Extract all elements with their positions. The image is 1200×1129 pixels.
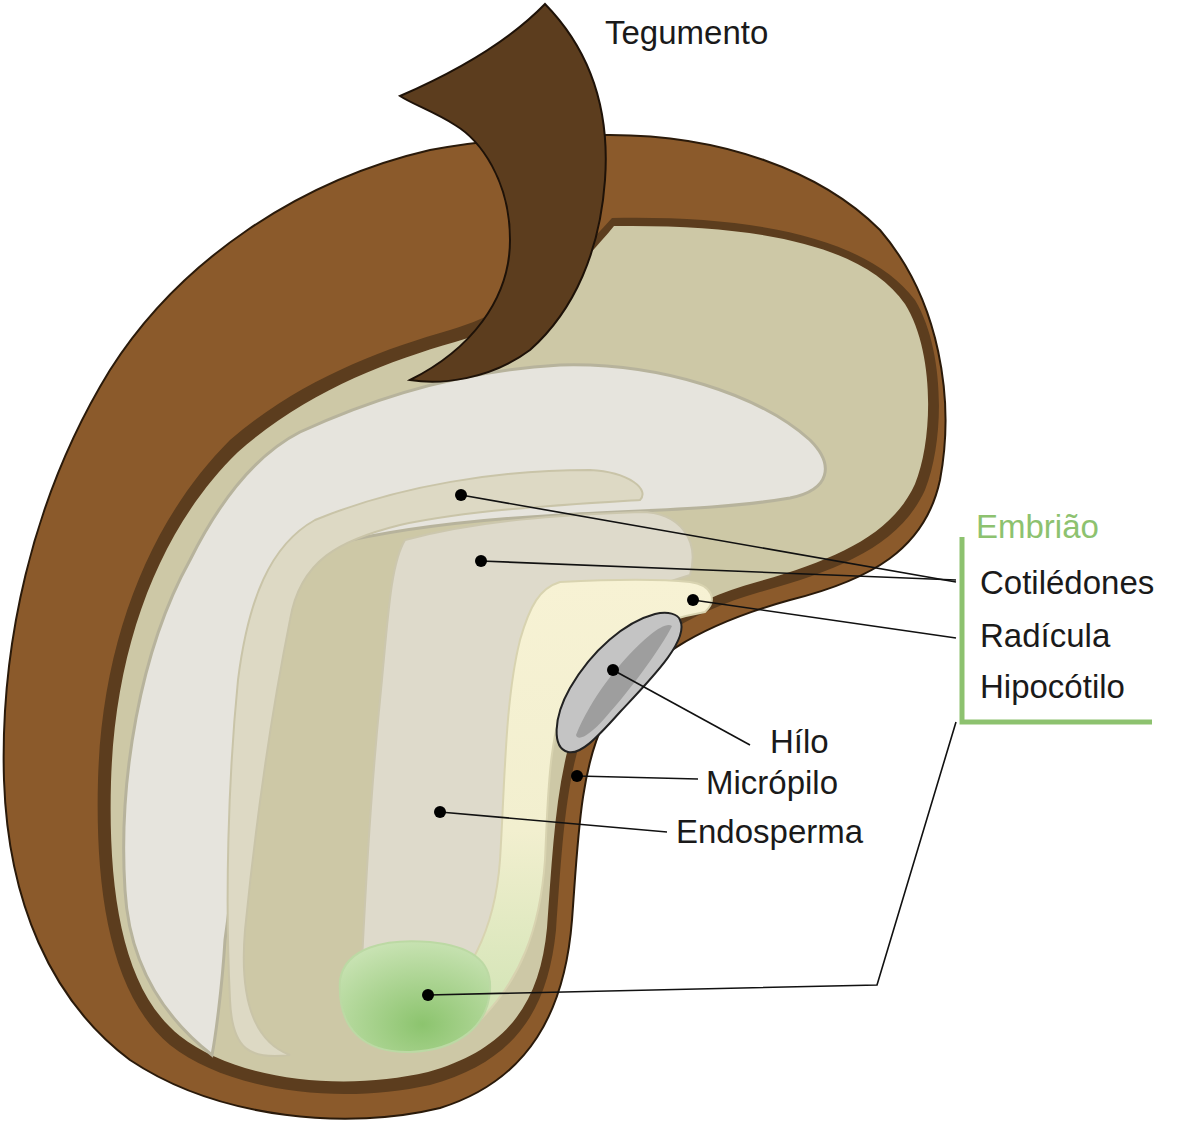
hilum-inner [576, 625, 672, 738]
part-label: Tegumento [605, 15, 768, 51]
seed-coat [4, 135, 946, 1119]
part-label: Endosperma [676, 814, 863, 850]
leader-lines [428, 495, 956, 995]
part-label: Hílo [770, 724, 829, 760]
part-label: Radícula [980, 618, 1110, 654]
part-label: Hipocótilo [980, 669, 1125, 705]
seed-coat-flap [400, 4, 606, 382]
hilum [557, 613, 682, 753]
group-heading: Embrião [976, 509, 1099, 545]
embryo-tip [340, 941, 490, 1052]
part-label: Cotilédones [980, 565, 1154, 601]
part-label: Micrópilo [706, 765, 838, 801]
leader-dots [422, 489, 699, 1001]
